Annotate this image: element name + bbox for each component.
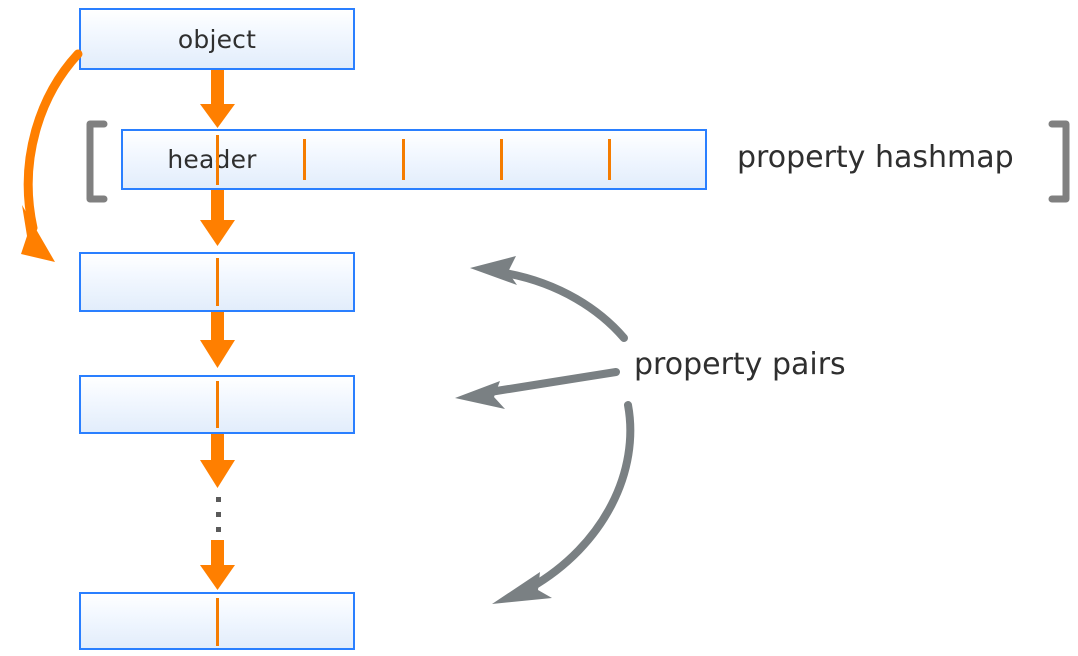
ellipsis-dot-3 — [216, 527, 221, 532]
orange-arrow-ellipsis-to-pairn — [200, 540, 235, 590]
hashmap-tick-2 — [402, 139, 405, 180]
orange-arrow-pair1-to-pair2 — [200, 312, 235, 368]
orange-arrow-object-to-hashmap — [200, 70, 235, 128]
orange-arrow-hashmap-to-pair1 — [200, 190, 235, 246]
orange-arrow-pair2-to-ellipsis — [200, 434, 235, 488]
orange-curved-arrow-object-to-pairs — [21, 49, 83, 262]
gray-arrow-lower — [492, 401, 635, 604]
object-box: object — [79, 8, 355, 70]
property-hashmap-row: header — [121, 129, 707, 190]
hashmap-header-divider — [216, 135, 219, 185]
object-box-label: object — [177, 24, 257, 54]
right-bracket — [1048, 120, 1070, 203]
hashmap-tick-3 — [500, 139, 503, 180]
gray-arrow-upper — [470, 256, 628, 342]
ellipsis-dot-2 — [216, 512, 221, 517]
gray-arrow-middle — [455, 368, 620, 409]
hashmap-tick-1 — [303, 139, 306, 180]
property-hashmap-label: property hashmap — [737, 140, 1014, 175]
pair-box-n-divider — [216, 598, 219, 646]
hashmap-header-cell: header — [123, 131, 301, 188]
hashmap-header-label: header — [167, 145, 257, 174]
hashmap-tick-4 — [608, 139, 611, 180]
left-bracket — [86, 120, 108, 203]
pair-box-2-divider — [216, 381, 219, 428]
ellipsis-dot-1 — [216, 497, 221, 502]
pair-box-1-divider — [216, 258, 219, 306]
property-pairs-label: property pairs — [634, 347, 846, 382]
